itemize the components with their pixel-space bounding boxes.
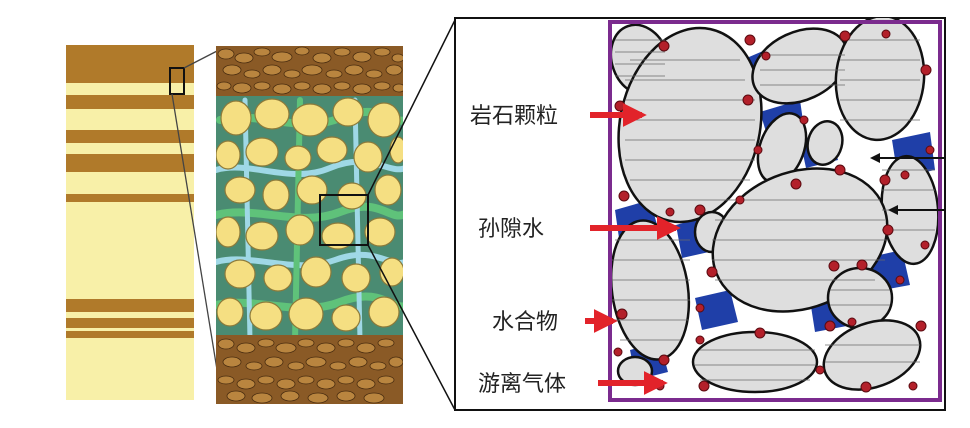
grain-hatching bbox=[612, 39, 935, 381]
cream-layers bbox=[66, 83, 194, 400]
pore-zoom-box bbox=[319, 194, 369, 246]
sand-grains bbox=[216, 97, 403, 332]
core-column bbox=[66, 45, 194, 400]
rock-grain-label: 岩石颗粒 bbox=[470, 104, 558, 129]
pore-detail bbox=[609, 18, 940, 394]
zoom-connectors-right bbox=[367, 19, 456, 411]
side-arrows bbox=[870, 153, 945, 215]
bottom-aggregate-band bbox=[216, 335, 403, 404]
label-arrows bbox=[585, 103, 681, 395]
core-zoom-box bbox=[169, 67, 185, 95]
top-aggregate-band bbox=[216, 46, 403, 96]
magnified-layer bbox=[216, 46, 403, 404]
rock-grains bbox=[609, 18, 940, 394]
zoom-connectors-left bbox=[171, 49, 221, 389]
free-gas-label: 游离气体 bbox=[478, 372, 566, 397]
hydrate-label: 水合物 bbox=[492, 310, 558, 335]
pore-water-label: 孙隙水 bbox=[478, 217, 544, 242]
